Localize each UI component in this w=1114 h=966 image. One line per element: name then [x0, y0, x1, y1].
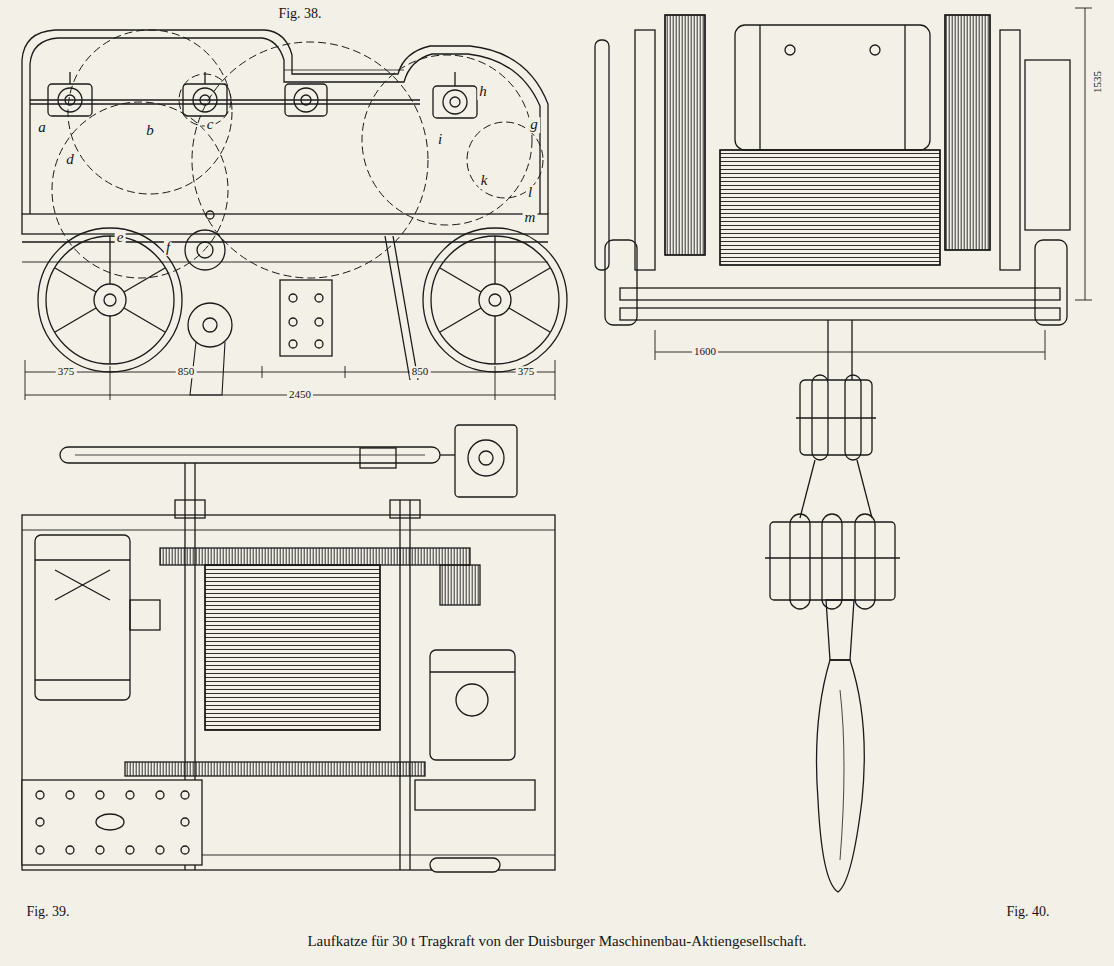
dimension: 375	[516, 366, 537, 378]
dimension: 850	[176, 366, 197, 378]
callout-letter: c	[205, 117, 216, 133]
end-view	[595, 8, 1092, 892]
side-view	[22, 30, 567, 400]
callout-letter: a	[36, 120, 48, 136]
figure-number: Fig. 38.	[276, 7, 323, 22]
callout-letter: i	[436, 132, 444, 148]
callout-letter: h	[477, 84, 489, 100]
callout-letter: e	[115, 230, 126, 246]
callout-letter: l	[526, 185, 534, 201]
dimension: 1535	[1092, 69, 1104, 95]
callout-letter: g	[528, 117, 540, 133]
dimension: 850	[410, 366, 431, 378]
callout-letter: b	[144, 123, 156, 139]
figure-number: Fig. 40.	[1004, 905, 1051, 920]
figure-caption: Laufkatze für 30 t Tragkraft von der Dui…	[305, 934, 808, 950]
callout-letter: f	[164, 240, 172, 256]
dimension: 2450	[287, 389, 313, 401]
plan-view	[22, 425, 555, 872]
figure-number: Fig. 39.	[24, 905, 71, 920]
callout-letter: m	[523, 210, 538, 226]
callout-letter: k	[479, 173, 490, 189]
dimension: 375	[56, 366, 77, 378]
callout-letter: d	[64, 152, 76, 168]
dimension: 1600	[692, 346, 718, 358]
